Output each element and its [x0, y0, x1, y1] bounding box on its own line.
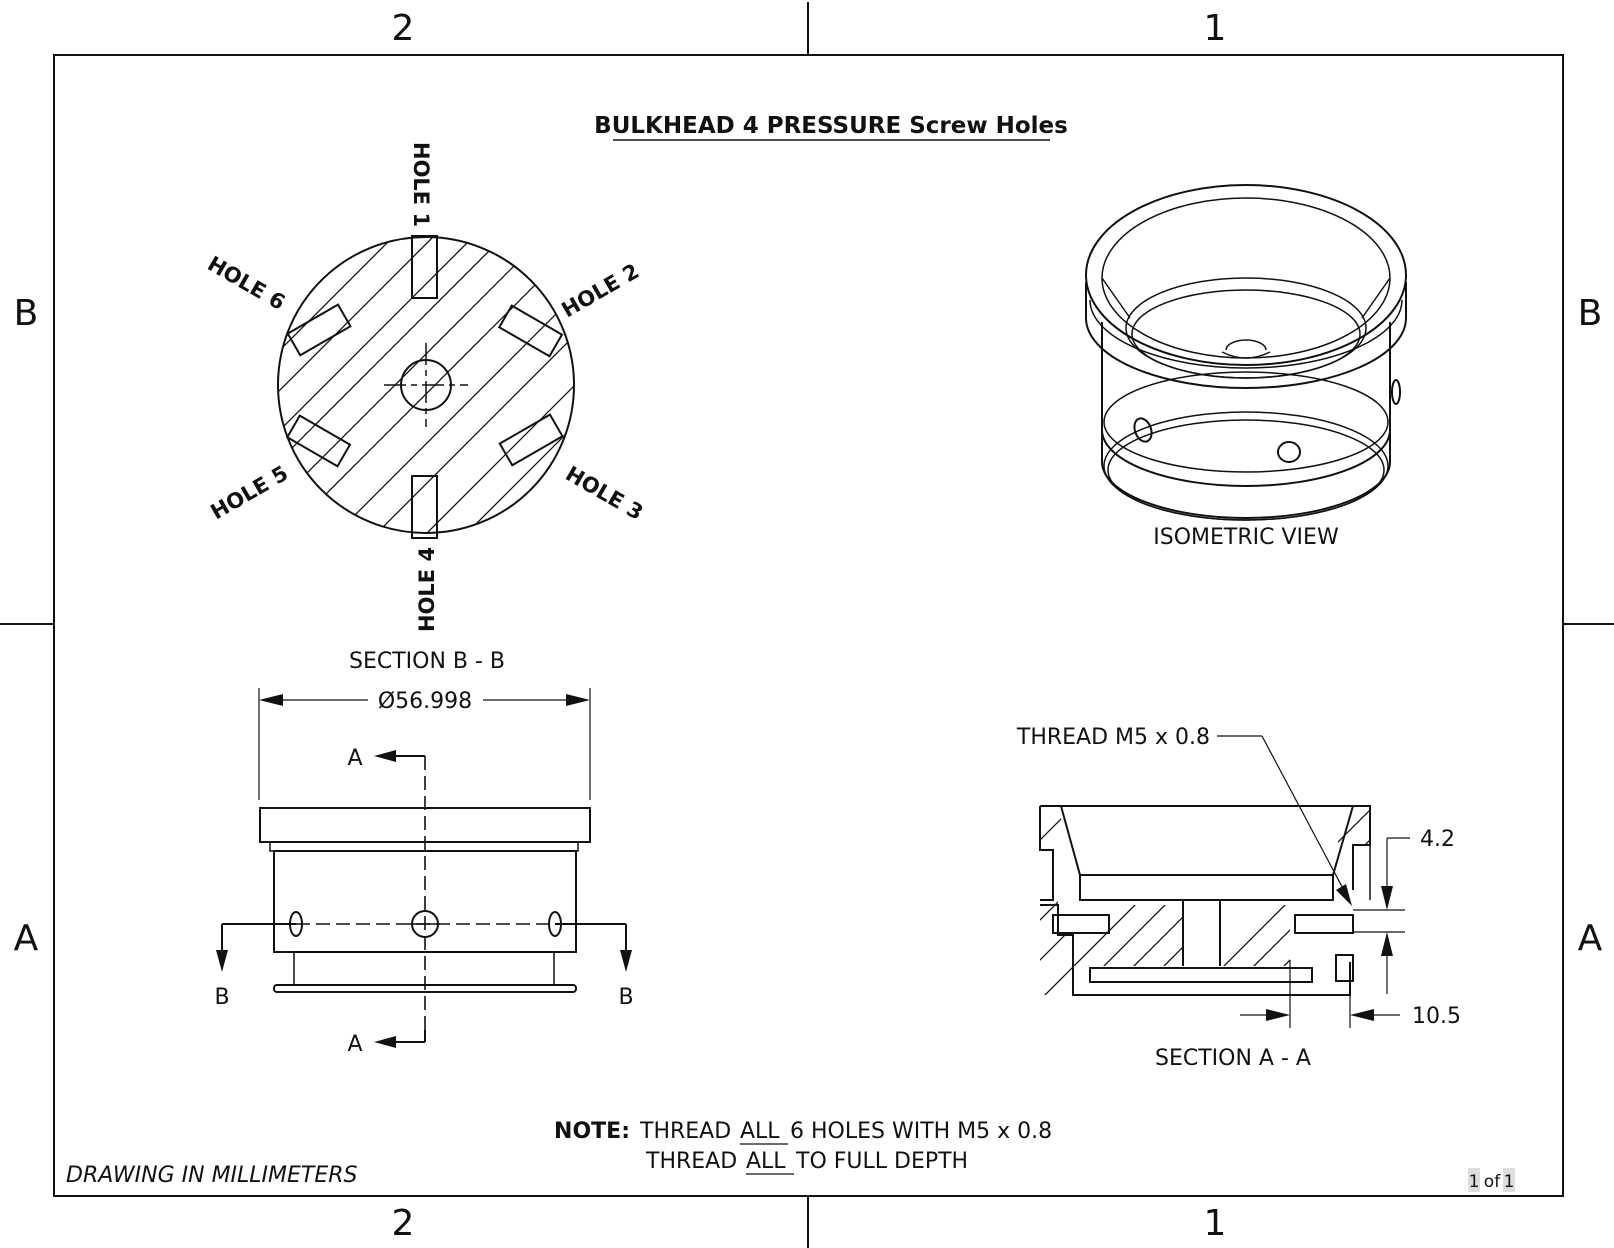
section-bb-view: HOLE 1 HOLE 2 HOLE 3 HOLE 4 HOLE 5 HOLE …	[204, 142, 648, 632]
note-line1-pre: THREAD	[639, 1119, 731, 1144]
cutting-plane-a-top: A	[347, 746, 362, 771]
hole-label-5: HOLE 5	[207, 461, 293, 524]
zone-markers: 2 1 2 1 B B A A	[14, 8, 1603, 1244]
zone-row-left-top: B	[14, 293, 39, 334]
hole-label-2: HOLE 2	[558, 259, 644, 322]
zone-row-right-top: B	[1578, 293, 1603, 334]
units-note: DRAWING IN MILLIMETERS	[66, 1163, 358, 1188]
isometric-caption: ISOMETRIC VIEW	[1153, 525, 1339, 550]
cutting-plane-b-right: B	[618, 985, 633, 1010]
note-line2-post: TO FULL DEPTH	[795, 1149, 968, 1174]
section-bb-hatching	[278, 237, 574, 533]
drawing-title: BULKHEAD 4 PRESSURE Screw Holes	[594, 113, 1068, 139]
zone-row-left-bottom: A	[14, 918, 39, 959]
page-indicator: 1 of 1	[1468, 1168, 1515, 1192]
note-block: NOTE: THREAD ALL 6 HOLES WITH M5 x 0.8 T…	[554, 1119, 1052, 1175]
section-bb-outline	[277, 236, 575, 534]
section-bb-hole-slots	[285, 235, 564, 539]
zone-col-top-right: 1	[1204, 8, 1227, 49]
zone-col-bottom-right: 1	[1204, 1203, 1227, 1244]
page-current: 1	[1469, 1172, 1480, 1192]
isometric-view	[1085, 184, 1407, 521]
front-view: Ø56.998 A A B B	[214, 688, 634, 1057]
hole-label-4: HOLE 4	[415, 547, 439, 632]
note-line2-pre: THREAD	[645, 1149, 737, 1174]
zone-row-right-bottom: A	[1578, 918, 1603, 959]
hole-label-3: HOLE 3	[562, 462, 648, 525]
cutting-plane-b-left: B	[214, 985, 229, 1010]
diameter-dimension: Ø56.998	[378, 689, 472, 714]
hole-label-6: HOLE 6	[204, 252, 290, 315]
cutting-plane-a-bottom: A	[347, 1032, 362, 1057]
page-separator: of	[1484, 1172, 1501, 1192]
depth-dimension-10-5: 10.5	[1412, 1004, 1461, 1029]
section-aa-caption: SECTION A - A	[1155, 1046, 1311, 1071]
hole-label-1: HOLE 1	[409, 142, 433, 227]
zone-col-bottom-left: 2	[392, 1203, 415, 1244]
note-label: NOTE:	[554, 1119, 630, 1144]
section-aa-view: 4.2 10.5	[1039, 735, 1461, 1029]
note-line1-post: 6 HOLES WITH M5 x 0.8	[790, 1119, 1052, 1144]
zone-col-top-left: 2	[392, 8, 415, 49]
page-total: 1	[1504, 1172, 1515, 1192]
depth-dimension-4-2: 4.2	[1420, 827, 1455, 852]
section-bb-caption: SECTION B - B	[349, 649, 505, 674]
note-line1-emph: ALL	[740, 1119, 780, 1144]
thread-callout: THREAD M5 x 0.8	[1016, 725, 1210, 750]
note-line2-emph: ALL	[746, 1149, 786, 1174]
